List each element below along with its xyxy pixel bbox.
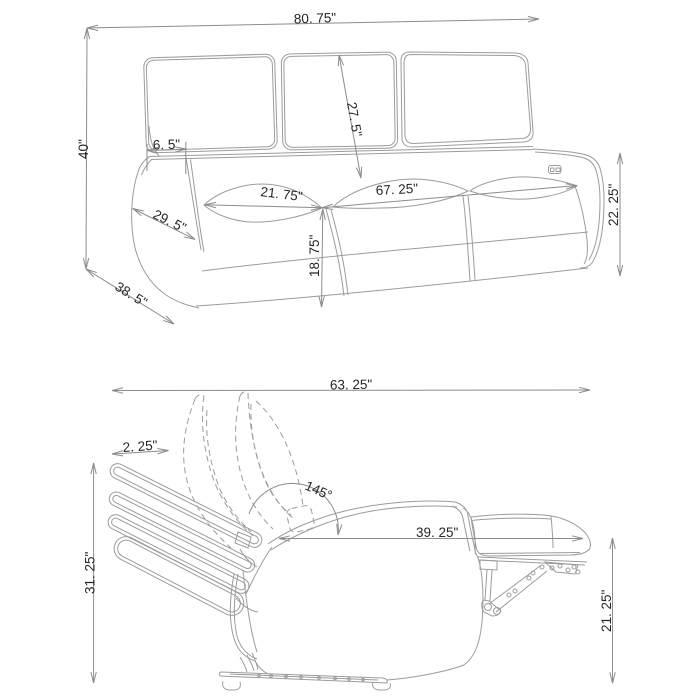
- svg-text:38. 5": 38. 5": [112, 279, 150, 310]
- svg-text:21. 75": 21. 75": [260, 184, 304, 204]
- svg-text:31. 25": 31. 25": [83, 551, 98, 594]
- svg-text:6. 5": 6. 5": [153, 137, 181, 153]
- svg-text:21. 25": 21. 25": [599, 589, 614, 632]
- svg-text:145°: 145°: [303, 478, 335, 503]
- svg-text:67. 25": 67. 25": [375, 181, 418, 198]
- svg-text:39. 25": 39. 25": [416, 525, 459, 540]
- svg-text:18. 75": 18. 75": [307, 234, 322, 277]
- svg-text:27. 5": 27. 5": [344, 101, 365, 138]
- svg-text:2. 25": 2. 25": [122, 438, 158, 455]
- svg-text:22. 25": 22. 25": [606, 183, 621, 226]
- svg-text:80. 75": 80. 75": [294, 10, 337, 26]
- svg-text:29. 5": 29. 5": [151, 207, 189, 236]
- svg-text:40": 40": [76, 139, 91, 159]
- svg-text:63. 25": 63. 25": [330, 377, 373, 393]
